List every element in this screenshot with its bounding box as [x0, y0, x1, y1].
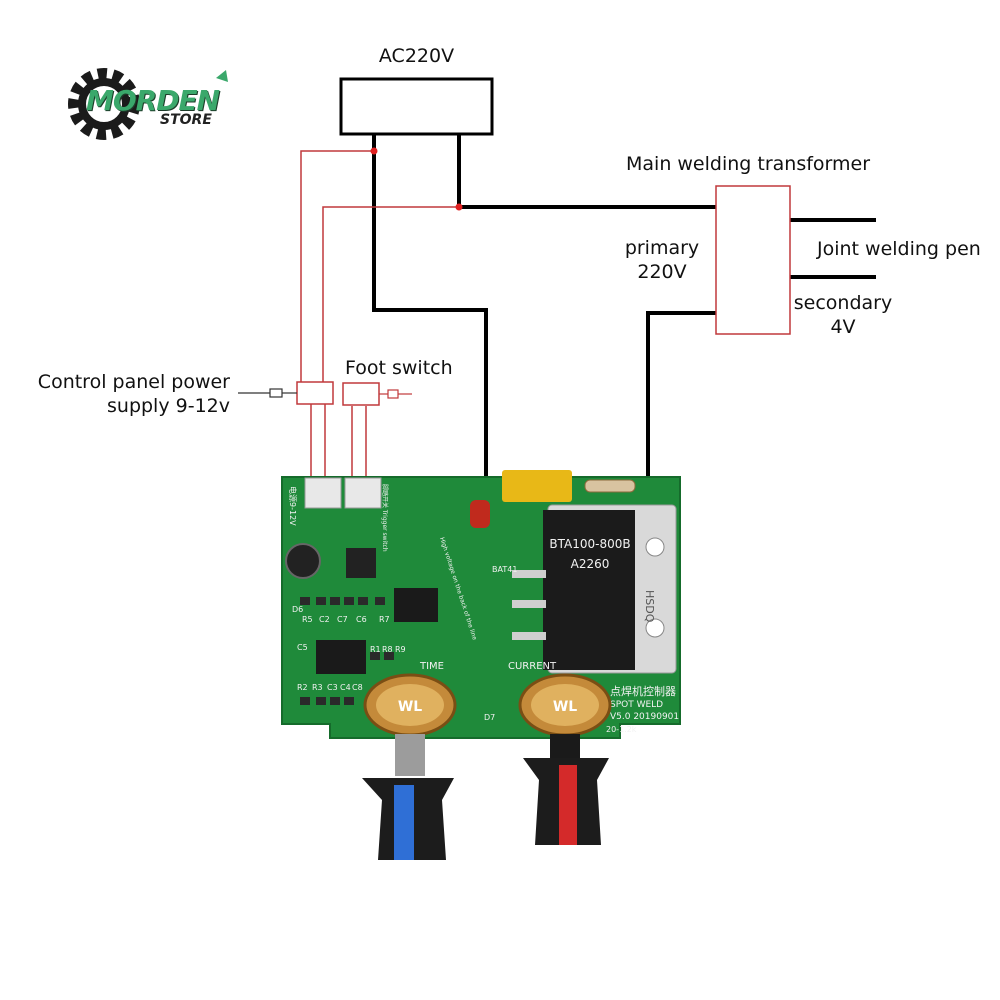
part-label: R3 [312, 683, 323, 692]
control-power-label-1: Control panel power [37, 371, 230, 393]
foot-switch-plug [379, 389, 412, 399]
part-label: C2 [319, 615, 330, 624]
ic-chip-8pin [394, 588, 438, 622]
heatsink-label: HSDQ [643, 590, 656, 623]
version-label: V5.0 20190901 [610, 712, 679, 722]
time-label: TIME [419, 661, 444, 672]
part-label: R7 [379, 615, 390, 624]
heatsink-hole-1 [645, 537, 665, 557]
time-knob-mark: WL [398, 699, 422, 715]
morden-store-logo: MORDEN STORE [66, 64, 236, 144]
time-potentiometer: WL [363, 673, 457, 776]
ic-chip-14pin [316, 640, 366, 674]
part-label: C5 [297, 643, 308, 652]
primary-label-2: 220V [637, 261, 687, 283]
resistor [584, 479, 636, 493]
part-label: BAT41 [492, 565, 517, 574]
logo-sub: STORE [160, 112, 212, 128]
junction-dot-2 [455, 203, 463, 211]
current-potentiometer: WL [518, 673, 612, 764]
primary-label-1: primary [624, 237, 700, 259]
current-knob[interactable] [523, 758, 609, 845]
current-label: CURRENT [508, 661, 557, 672]
junction-dot-1 [370, 147, 378, 155]
transformer-box [715, 185, 791, 335]
electrolytic-capacitor [285, 543, 321, 579]
part-label: D6 [292, 605, 303, 614]
chip-label-1: BTA100-800B [549, 537, 630, 551]
time-knob[interactable] [362, 778, 454, 860]
yellow-capacitor [502, 470, 572, 502]
ac-source-box [339, 77, 494, 136]
control-wires [300, 150, 459, 480]
foot-switch-label: Foot switch [345, 357, 453, 379]
part-label: R1 [370, 645, 381, 654]
part-label: R2 [297, 683, 308, 692]
smd-components [300, 597, 394, 705]
triac-module [543, 510, 635, 670]
part-label: C6 [356, 615, 367, 624]
part-label: C7 [337, 615, 348, 624]
triac-pins [512, 570, 546, 640]
part-label: C4 [340, 683, 351, 692]
product-en-label: SPOT WELD [610, 700, 663, 710]
part-label: C3 [327, 683, 338, 692]
secondary-label-1: secondary [793, 292, 893, 314]
part-label: C8 [352, 683, 363, 692]
part-label: R9 [395, 645, 406, 654]
heatsink-hole-2 [645, 618, 665, 638]
power-port-label: 电源9-12V [288, 486, 298, 526]
logo-brand: MORDEN [86, 84, 220, 117]
current-knob-mark: WL [553, 699, 577, 715]
control-power-plug [238, 388, 297, 398]
joint-pen-label: Joint welding pen [817, 238, 981, 260]
transformer-label: Main welding transformer [626, 153, 871, 175]
gear-icon [68, 68, 228, 140]
part-label: D7 [484, 713, 495, 722]
product-cn-label: 点焊机控制器 [610, 684, 676, 698]
secondary-label-2: 4V [830, 316, 856, 338]
chip-label-2: A2260 [571, 557, 610, 571]
part-label: R8 [382, 645, 393, 654]
red-capacitor [470, 500, 490, 528]
resistor-code-label: 20-1.2k [606, 725, 637, 734]
ac-source-label: AC220V [378, 45, 455, 67]
part-label: R5 [302, 615, 313, 624]
trigger-port-connector [344, 477, 382, 509]
control-power-label-2: supply 9-12v [107, 395, 230, 417]
trigger-port-label: 脚踏开关 Trigger switch [381, 484, 389, 552]
voltage-regulator [346, 548, 376, 578]
power-port-connector [304, 477, 342, 509]
